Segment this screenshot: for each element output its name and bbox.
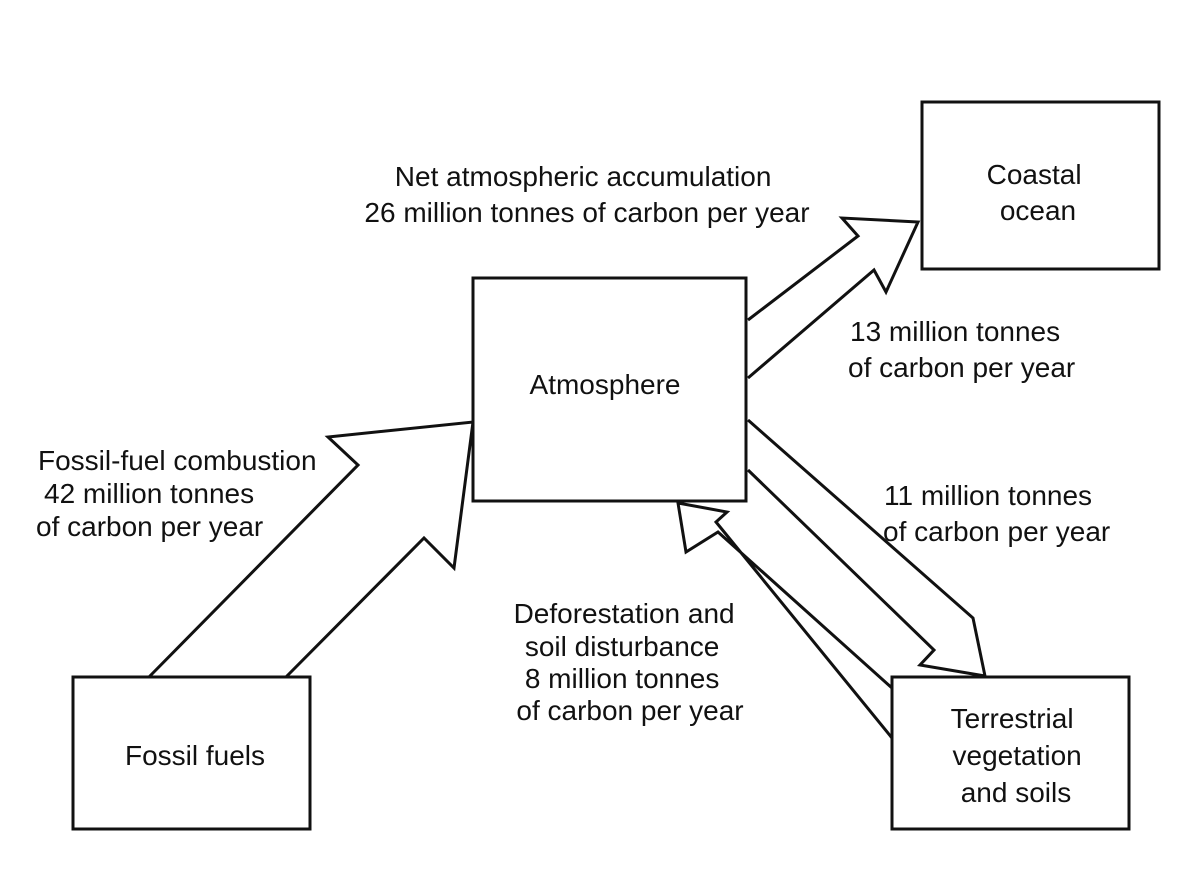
node-terrestrial-label: Terrestrial vegetation and soils [951, 703, 1090, 808]
flow-label-deforestation: Deforestation and soil disturbance 8 mil… [514, 598, 744, 726]
node-terrestrial [890, 675, 1131, 831]
fossil-flow-line-3: of carbon per year [36, 511, 263, 542]
coastal-ocean-line-2: ocean [1000, 195, 1076, 226]
flow-label-to-coastal-ocean: 13 million tonnes of carbon per year [848, 316, 1075, 383]
coastal-ocean-line-1: Coastal [987, 159, 1082, 190]
deforestation-line-3: 8 million tonnes [525, 663, 720, 694]
coastal-flow-line-2: of carbon per year [848, 352, 1075, 383]
deforestation-line-2: soil disturbance [525, 631, 720, 662]
fossil-flow-line-1: Fossil-fuel combustion [38, 445, 317, 476]
node-coastal-ocean [920, 100, 1161, 271]
terrestrial-line-2: vegetation [953, 740, 1082, 771]
arrow-atmosphere-to-terrestrial [746, 418, 987, 678]
terrestrial-flow-line-2: of carbon per year [883, 516, 1110, 547]
fossil-flow-line-2: 42 million tonnes [44, 478, 254, 509]
node-coastal-ocean-label: Coastal ocean [987, 159, 1090, 226]
arrow-terrestrial-to-atmosphere [676, 501, 894, 739]
terrestrial-line-1: Terrestrial [951, 703, 1074, 734]
terrestrial-flow-line-1: 11 million tonnes [884, 480, 1092, 511]
flow-label-net-accumulation: Net atmospheric accumulation 26 million … [364, 161, 809, 228]
flow-label-fossil-fuel-combustion: Fossil-fuel combustion 42 million tonnes… [36, 445, 324, 542]
coastal-flow-line-1: 13 million tonnes [850, 316, 1060, 347]
node-fossil-fuels [71, 675, 312, 831]
node-atmosphere [471, 276, 748, 503]
net-accumulation-line-2: 26 million tonnes of carbon per year [364, 197, 809, 228]
flow-label-to-terrestrial: 11 million tonnes of carbon per year [883, 480, 1110, 547]
node-atmosphere-label: Atmosphere [530, 369, 681, 400]
terrestrial-line-3: and soils [961, 777, 1072, 808]
deforestation-line-1: Deforestation and [514, 598, 735, 629]
arrow-atmosphere-to-coastal-ocean [747, 216, 921, 380]
node-fossil-fuels-label: Fossil fuels [125, 740, 265, 771]
net-accumulation-line-1: Net atmospheric accumulation [395, 161, 772, 192]
deforestation-line-4: of carbon per year [516, 695, 743, 726]
